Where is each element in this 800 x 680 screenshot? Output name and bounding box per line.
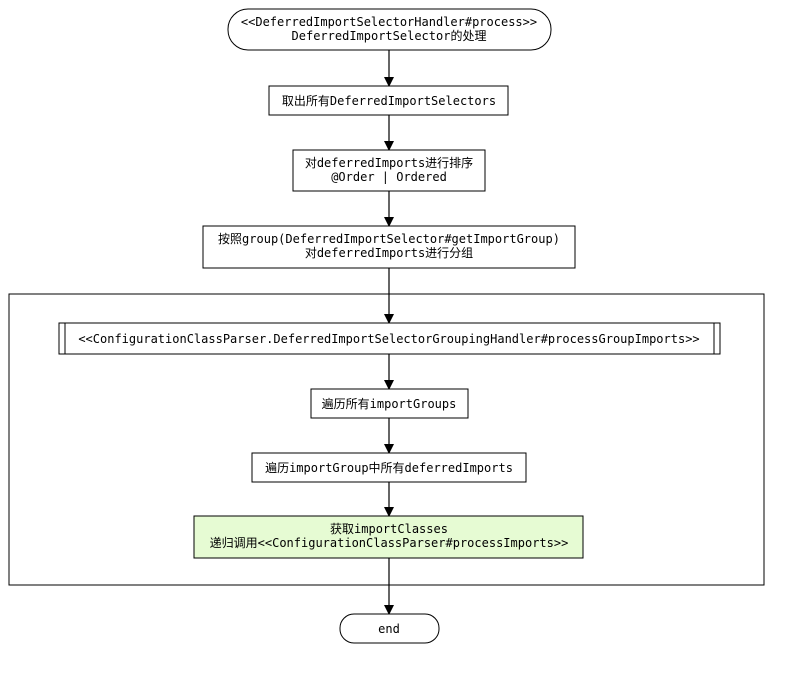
step-group-imports-line1: 按照group(DeferredImportSelector#getImport…: [218, 232, 560, 246]
step-fetch-selectors-label: 取出所有DeferredImportSelectors: [282, 94, 496, 108]
end-node-label: end: [378, 622, 400, 636]
step-sort-imports-line1: 对deferredImports进行排序: [305, 155, 473, 170]
subprocess-label: <<ConfigurationClassParser.DeferredImpor…: [78, 332, 699, 346]
subprocess-process-group-imports: <<ConfigurationClassParser.DeferredImpor…: [58, 322, 721, 355]
step-iterate-deferred-imports: 遍历importGroup中所有deferredImports: [251, 452, 527, 483]
step-sort-imports-line2: @Order | Ordered: [331, 170, 447, 184]
step-process-import-classes-line1: 获取importClasses: [330, 522, 448, 536]
start-node-line2: DeferredImportSelector的处理: [292, 28, 487, 43]
start-node-line1: <<DeferredImportSelectorHandler#process>…: [241, 15, 537, 29]
step-iterate-import-groups: 遍历所有importGroups: [310, 388, 469, 419]
step-process-import-classes: 获取importClasses 递归调用<<ConfigurationClass…: [193, 515, 584, 559]
step-fetch-selectors: 取出所有DeferredImportSelectors: [268, 85, 509, 116]
step-group-imports-line2: 对deferredImports进行分组: [305, 246, 473, 260]
start-node: <<DeferredImportSelectorHandler#process>…: [227, 8, 552, 51]
step-group-imports: 按照group(DeferredImportSelector#getImport…: [202, 225, 576, 269]
step-iterate-deferred-imports-label: 遍历importGroup中所有deferredImports: [265, 460, 513, 475]
step-iterate-import-groups-label: 遍历所有importGroups: [322, 397, 457, 411]
group-container: [8, 293, 765, 586]
step-process-import-classes-line2: 递归调用<<ConfigurationClassParser#processIm…: [210, 536, 569, 550]
end-node: end: [339, 613, 440, 644]
step-sort-imports: 对deferredImports进行排序 @Order | Ordered: [292, 149, 486, 192]
